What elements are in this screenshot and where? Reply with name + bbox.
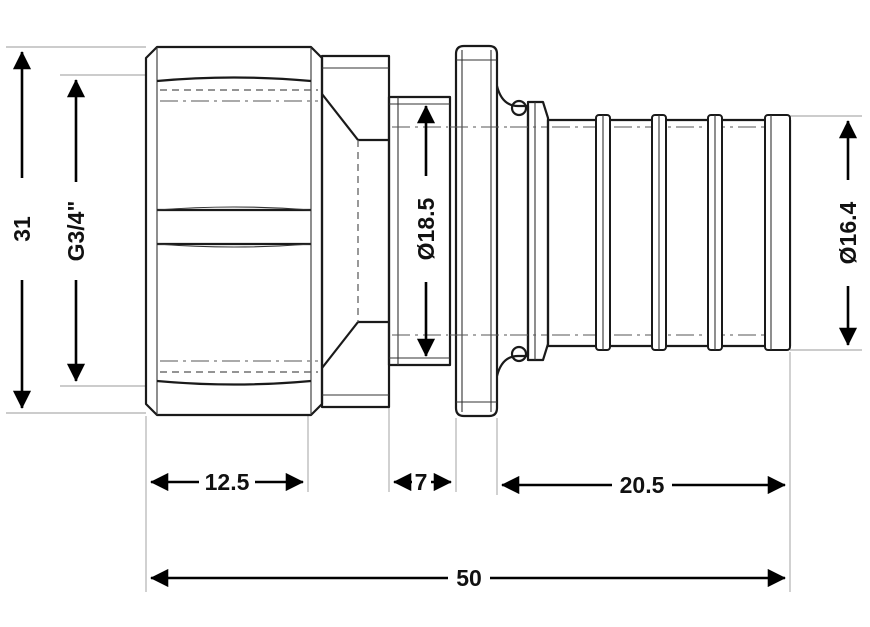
hex-nut xyxy=(144,45,324,417)
dim-neck-diameter-label: Ø18.5 xyxy=(413,197,439,260)
extension-lines xyxy=(6,46,862,592)
union-body xyxy=(320,54,391,409)
dim-nut-length-label: 12.5 xyxy=(205,469,250,495)
dim-barb-diameter: Ø16.4 xyxy=(835,120,861,346)
dim-neck-diameter: Ø18.5 xyxy=(413,105,439,357)
dim-barb-length: 20.5 xyxy=(501,472,786,498)
dim-barb-length-label: 20.5 xyxy=(620,472,665,498)
dim-overall-height: 31 xyxy=(9,51,35,409)
dim-total-length-label: 50 xyxy=(456,565,482,591)
neck xyxy=(387,95,452,367)
barb-tail xyxy=(546,114,792,351)
barb-ring xyxy=(764,114,791,351)
dim-neck-length: 7 xyxy=(393,469,452,495)
transition xyxy=(495,85,550,377)
dim-neck-length-label: 7 xyxy=(415,469,428,495)
dim-total-length: 50 xyxy=(150,565,786,591)
dim-nut-length: 12.5 xyxy=(150,469,304,495)
collar xyxy=(450,44,510,418)
dim-barb-diameter-label: Ø16.4 xyxy=(835,201,861,264)
dim-thread-size: G3/4" xyxy=(63,79,89,382)
dim-overall-height-label: 31 xyxy=(9,216,35,242)
dim-thread-size-label: G3/4" xyxy=(63,201,89,262)
